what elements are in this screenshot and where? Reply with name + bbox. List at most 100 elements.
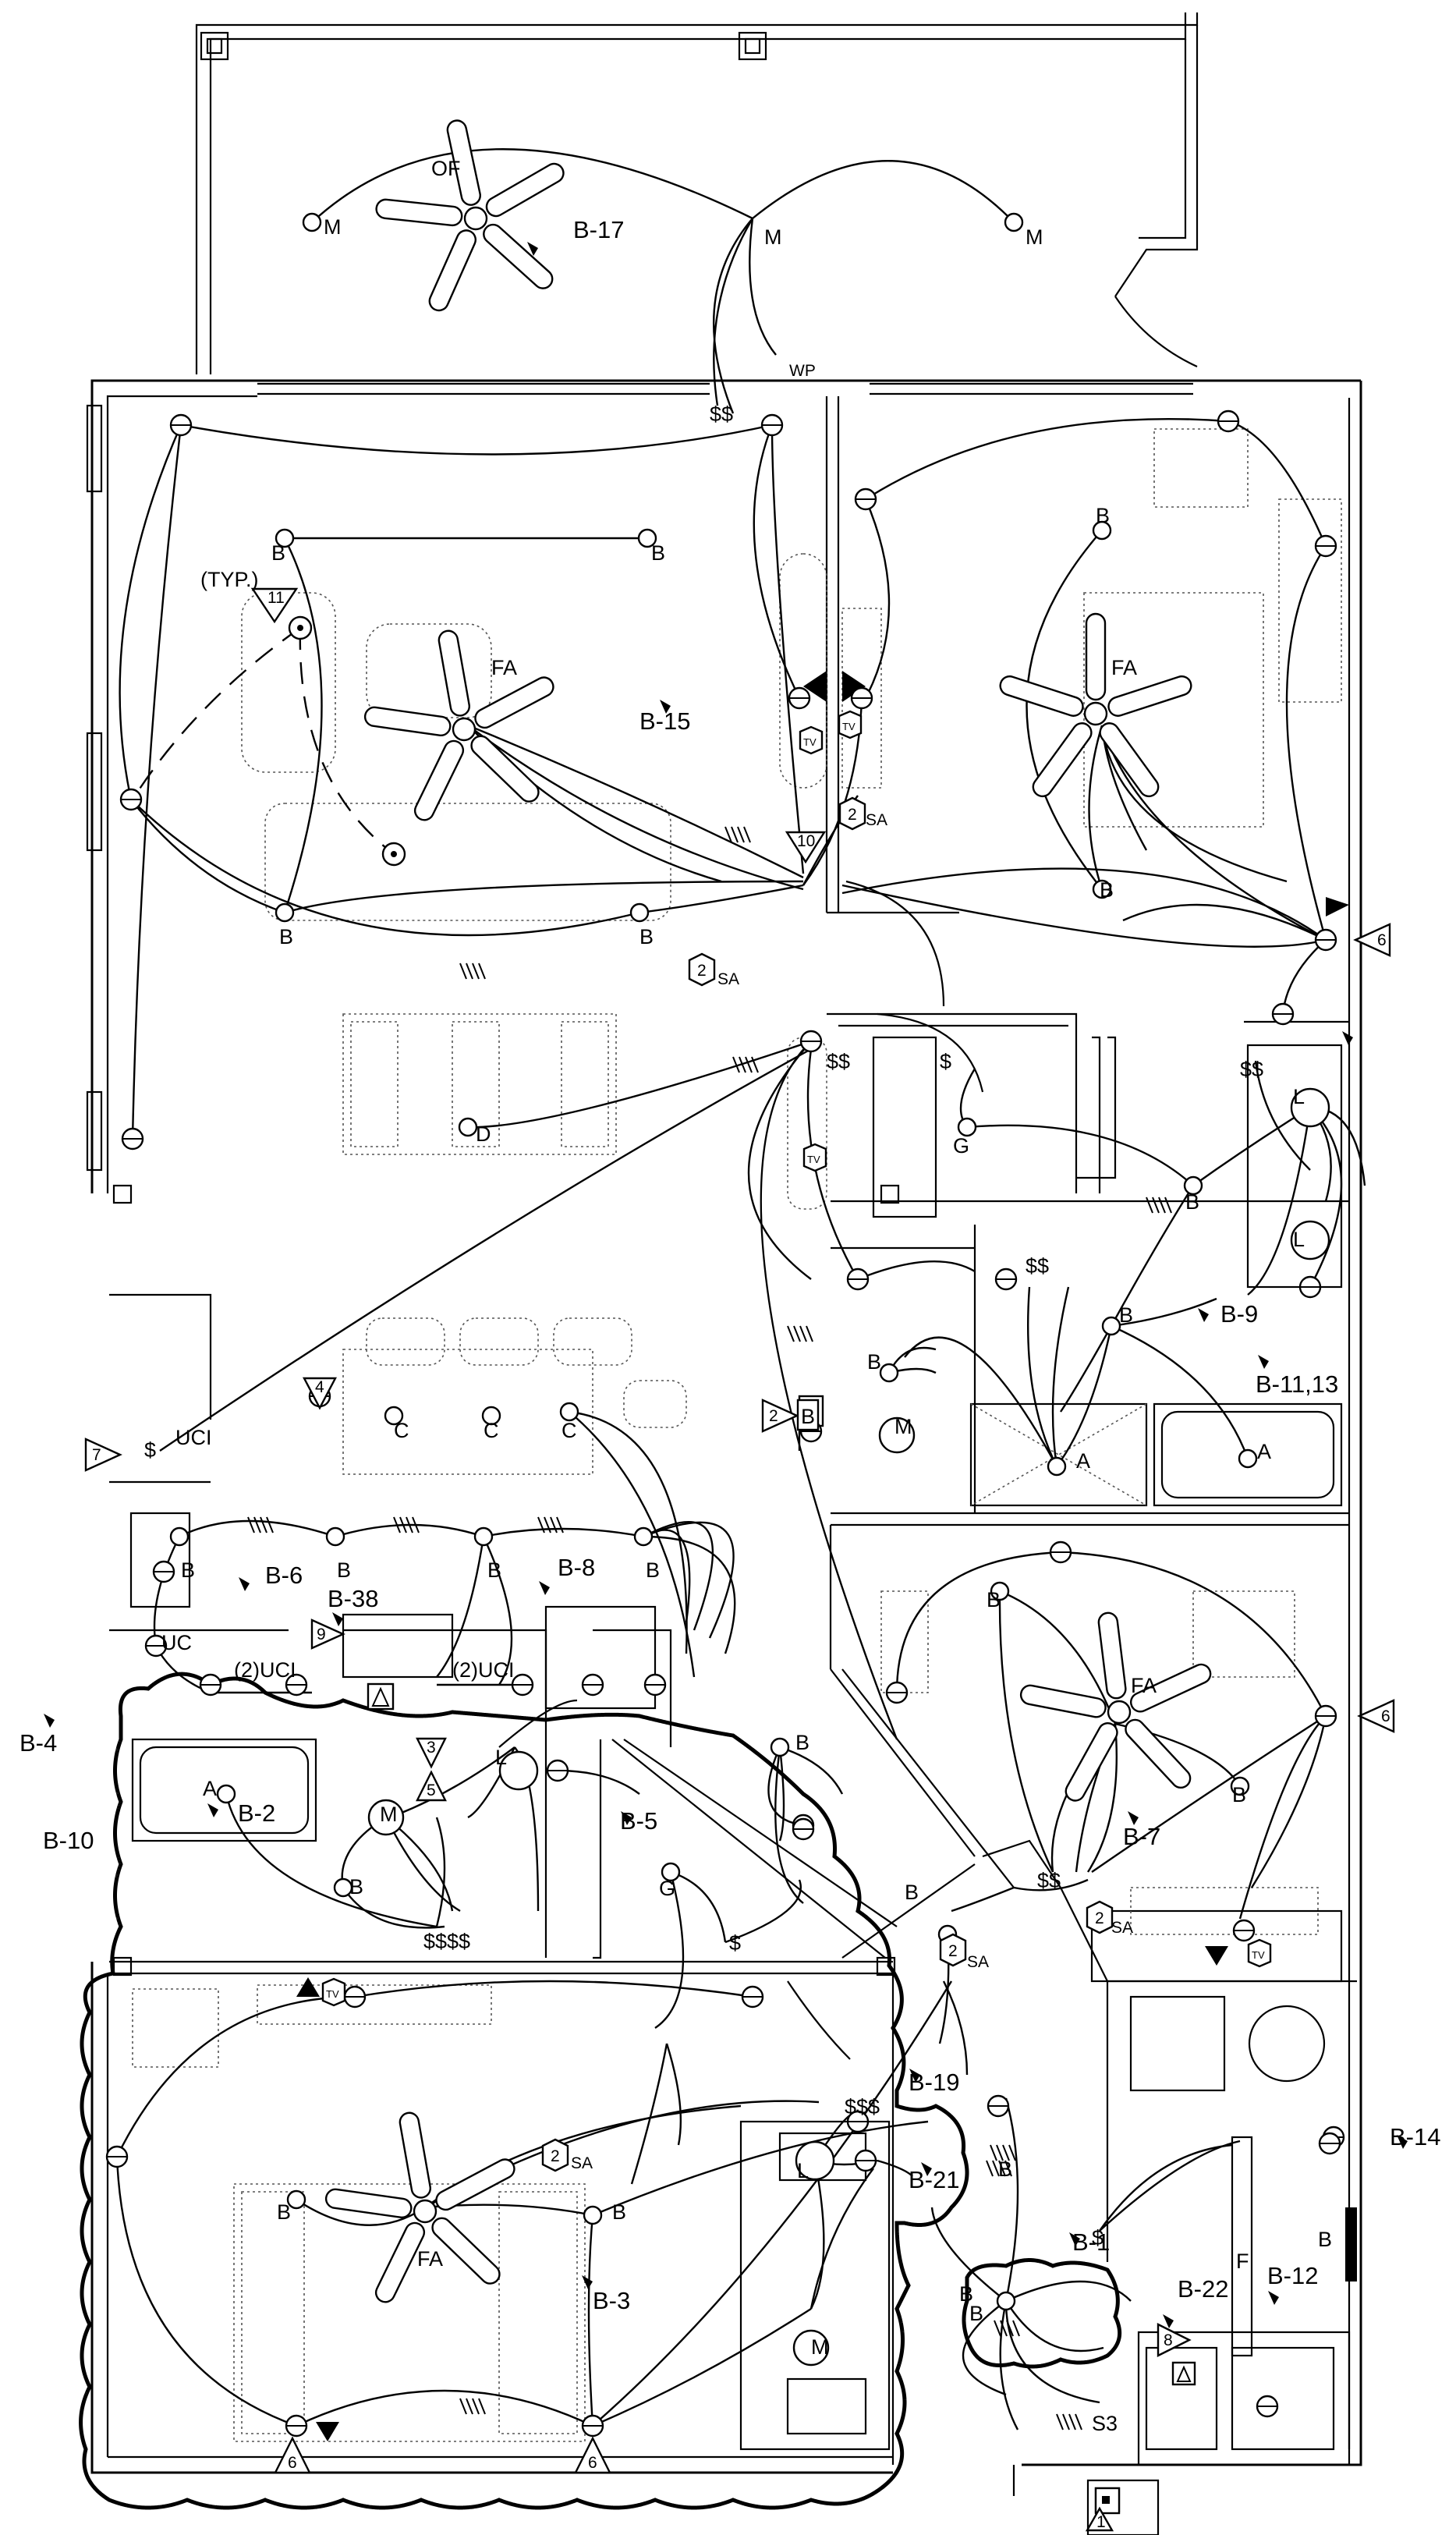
ceiling-fan-icon — [363, 629, 554, 821]
smoke-alarms: 2 2 2 2 2 — [541, 796, 1114, 2172]
wire-tick-icon — [544, 1516, 551, 1533]
svg-text:11: 11 — [267, 589, 285, 607]
wire-tick-icon — [550, 1516, 558, 1533]
wire-tick-icon — [787, 1325, 795, 1342]
fixture-label-d: D — [476, 1122, 491, 1146]
circuit-label: B-15 — [639, 707, 690, 735]
switch-label: $$ — [1026, 1254, 1049, 1278]
homerun-arrow-icon — [239, 1577, 250, 1591]
circuit-label: B-3 — [593, 2287, 630, 2314]
svg-text:6: 6 — [288, 2454, 297, 2472]
circuit-label: B-12 — [1267, 2262, 1318, 2289]
panel-label: B — [1318, 2228, 1332, 2251]
svg-text:2: 2 — [551, 2147, 560, 2165]
wire-tick-icon — [1158, 1197, 1166, 1214]
wire-tick-icon — [1056, 2413, 1064, 2430]
svg-text:2: 2 — [948, 1942, 958, 1960]
fixture-label-g: G — [659, 1877, 675, 1900]
fixture-label-c: C — [394, 1419, 409, 1442]
circuit-label: B-4 — [19, 1729, 57, 1757]
tag-triangle: 7 — [84, 1438, 122, 1472]
tag-triangle: 6 — [1353, 923, 1391, 957]
wire-tick-icon — [990, 2144, 997, 2161]
wire-tick-icon — [459, 2398, 467, 2415]
fixture-label-l: L — [495, 1746, 507, 1769]
wire-tick-icon — [1012, 2320, 1020, 2337]
wire-tick-icon — [745, 1056, 753, 1073]
svg-text:7: 7 — [92, 1446, 101, 1464]
ceiling-light-icon — [302, 212, 322, 232]
circuit-label: B-10 — [43, 1827, 94, 1854]
fixture-label-b: B — [487, 1558, 501, 1582]
svg-text:2: 2 — [848, 806, 857, 824]
furniture — [132, 428, 1342, 2442]
ceiling-light-icon — [879, 1363, 899, 1383]
ceiling-light-icon — [996, 2291, 1016, 2311]
svg-text:5: 5 — [427, 1782, 436, 1799]
wire-tick-icon — [732, 1056, 740, 1073]
fixture-label-b: B — [1096, 504, 1110, 527]
circuit-label: B-1 — [1072, 2228, 1110, 2256]
ceiling-light-icon — [325, 1526, 345, 1547]
tag-triangle: 9 — [310, 1618, 345, 1650]
switch-label: $$ — [710, 402, 733, 426]
vanity-light-icon — [795, 2140, 835, 2181]
ceiling-light-icon — [1101, 1316, 1121, 1336]
symbols — [296, 119, 1349, 2515]
fixture-label-m: M — [811, 2335, 829, 2359]
ceiling-light-icon — [633, 1526, 654, 1547]
fixture-label-b: B — [646, 1558, 660, 1582]
fixture-label-b: B — [271, 541, 285, 565]
exhaust-fan-icon — [367, 1799, 405, 1836]
circuit-label: B-17 — [573, 216, 624, 243]
fixture-label-b: B — [1232, 1783, 1246, 1806]
fixture-label-l: L — [797, 2159, 809, 2182]
wire-tick-icon — [537, 1516, 545, 1533]
fixture-label-m: M — [1026, 225, 1043, 249]
wire-tick-icon — [1008, 2144, 1016, 2161]
smoke-alarm-label: SA — [1111, 1919, 1133, 1937]
circuit-label: B-9 — [1220, 1300, 1258, 1328]
smoke-alarm-label: SA — [571, 2154, 593, 2172]
wire-tick-icon — [986, 2160, 994, 2177]
fixture-label-a: A — [203, 1777, 217, 1800]
ceiling-fan-icon — [375, 119, 565, 312]
homerun-arrow-icon — [921, 2162, 932, 2176]
circuit-label: B-5 — [620, 1807, 657, 1835]
fan-label: FA — [1131, 1674, 1157, 1697]
svg-text:TV: TV — [326, 1988, 339, 2000]
wire-tick-icon — [1006, 2320, 1014, 2337]
tag-triangle: 10 — [785, 831, 827, 864]
circuit-label: B-11,13 — [1256, 1370, 1338, 1398]
wire-tick-icon — [743, 826, 751, 843]
cabinet-light-label: (2)UCI — [452, 1658, 515, 1682]
fan-label: FA — [491, 656, 517, 679]
svg-text:B: B — [801, 1405, 815, 1428]
wire-tick-icon — [1002, 2144, 1010, 2161]
switch-label: $$$ — [845, 2095, 880, 2118]
homerun-arrow-icon — [1198, 1308, 1209, 1322]
cabinet-light-label: UCI — [175, 1426, 212, 1449]
wire-tick-icon — [793, 1325, 801, 1342]
fixture-label-b: B — [959, 2282, 973, 2306]
smoke-alarm-label: SA — [967, 1953, 989, 1971]
labels: OF FA FA FA FA M M M WP B B B B B B B B … — [19, 157, 1440, 2435]
wire-tick-icon — [994, 2320, 1001, 2337]
circuit-label: B-22 — [1178, 2275, 1228, 2303]
switch-label: $ — [1092, 2226, 1104, 2250]
ceiling-light-icon — [1047, 1456, 1067, 1477]
homerun-arrow-icon — [1268, 2291, 1279, 2305]
fixture-label-m: M — [380, 1803, 398, 1826]
ceiling-light-icon — [384, 1406, 404, 1426]
wire-tick-icon — [737, 826, 745, 843]
homerun-arrow-icon — [527, 242, 538, 256]
wiring — [115, 148, 1366, 2430]
wire-tick-icon — [1062, 2413, 1070, 2430]
fixture-label-b: B — [867, 1350, 881, 1374]
wire-tick-icon — [406, 1516, 413, 1533]
homerun-arrow-icon — [1128, 1811, 1139, 1825]
ceiling-light-icon — [770, 1737, 790, 1757]
wire-tick-icon — [806, 1325, 813, 1342]
